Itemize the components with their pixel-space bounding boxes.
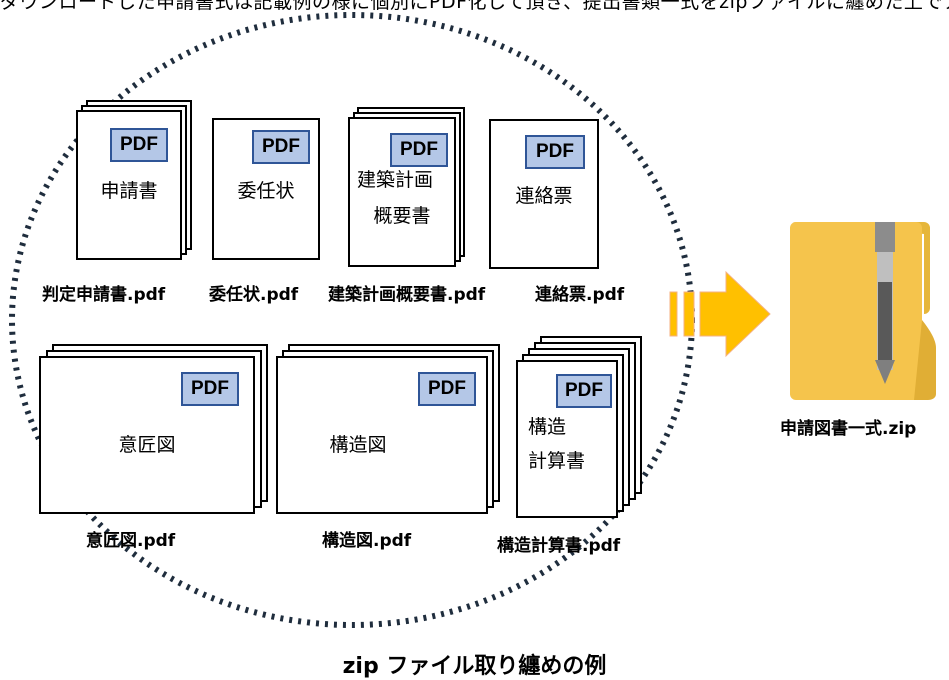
pdf-badge: PDF [418,372,476,406]
pdf-badge: PDF [390,133,448,167]
document-label-line1: 建築計画 [356,169,433,191]
document-page: PDF 構造図 [276,356,488,514]
zip-folder-icon [790,222,936,400]
filename-label: 連絡票.pdf [535,285,625,305]
arrow-icon [669,270,771,358]
document-label: 意匠図 [118,434,176,456]
filename-label: 判定申請書.pdf [42,285,166,305]
document-label-line2: 計算書 [528,450,586,472]
pdf-badge: PDF [556,374,612,408]
document-page: PDF 意匠図 [39,356,255,514]
document-page: PDF 連絡票 [489,119,599,269]
document-label: 連絡票 [515,185,573,207]
pdf-badge: PDF [181,372,239,406]
pdf-badge: PDF [525,135,585,169]
top-instruction-text: ダウンロードした申請書式は記載例の様に個別にPDF化して頂き、提出書類一式をzi… [0,0,949,13]
document-label: 委任状 [237,180,295,202]
pdf-badge: PDF [110,128,168,162]
filename-label: 建築計画概要書.pdf [328,285,486,305]
filename-label: 委任状.pdf [209,285,299,305]
filename-label: 意匠図.pdf [86,531,176,551]
document-page: PDF 建築計画 概要書 [348,117,456,267]
document-page: PDF 委任状 [212,118,320,260]
filename-label: 構造計算書.pdf [497,536,621,556]
pdf-badge: PDF [252,130,310,164]
document-page: PDF 申請書 [76,110,182,260]
document-page: PDF 構造 計算書 [516,360,618,518]
document-label-line1: 構造 [528,416,567,438]
document-label: 構造図 [329,434,387,456]
diagram-caption: zip ファイル取り纏めの例 [342,654,607,679]
zip-filename-label: 申請図書一式.zip [780,419,917,439]
document-label: 申請書 [100,180,158,202]
filename-label: 構造図.pdf [322,531,412,551]
document-label-line2: 概要書 [373,205,431,227]
